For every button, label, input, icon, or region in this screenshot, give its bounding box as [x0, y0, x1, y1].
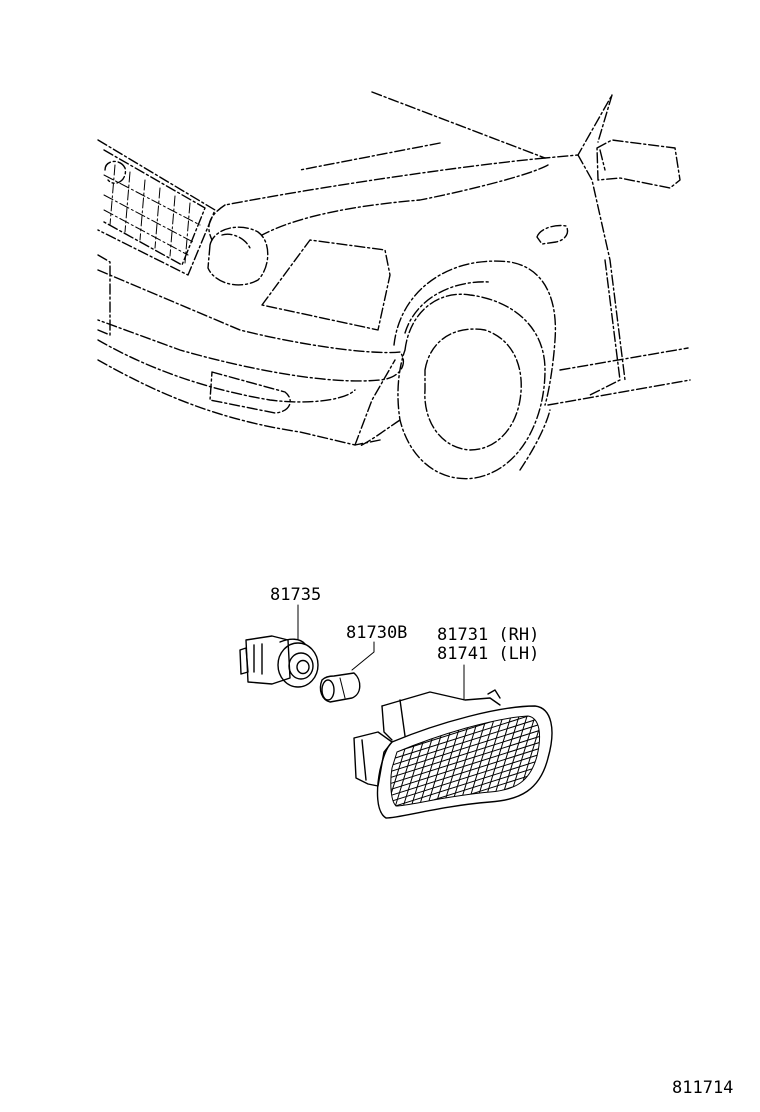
lens-hatch-line — [340, 700, 380, 830]
lens-hatch-line — [370, 550, 560, 610]
lens-hatch-line — [370, 526, 560, 586]
lens-hatch-line — [252, 700, 292, 830]
lens-hatch-line — [572, 700, 612, 830]
lens-hatch-line — [324, 700, 364, 830]
lens-hatch-line — [459, 716, 501, 806]
lens-hatch-line — [244, 700, 284, 830]
lens-hatch-line — [370, 544, 560, 604]
lens-hatch-line — [390, 801, 540, 806]
lens-hatch-line — [204, 700, 244, 830]
part-label-lamp-rh: 81731 (RH) — [437, 625, 540, 645]
lens-hatch-line — [531, 716, 540, 806]
lens-hatch-line — [390, 741, 540, 803]
part-label-bulb: 81730B — [346, 623, 408, 643]
lens-hatch-line — [390, 723, 540, 785]
lens-hatch-line — [370, 556, 560, 616]
lens-hatch-line — [390, 716, 413, 806]
lens-hatch-line — [212, 700, 252, 830]
lens-hatch-line — [228, 700, 268, 830]
lens-hatch-line — [564, 700, 604, 830]
lens-hatch-line — [370, 568, 560, 628]
leader-lines — [297, 604, 465, 701]
lens-hatch-line — [300, 700, 340, 830]
lens-hatch-line — [507, 716, 540, 806]
lens-hatch-line — [332, 700, 372, 830]
lens-hatch-line — [390, 716, 405, 806]
lens-hatch-line — [499, 716, 540, 806]
lens-hatch-line — [370, 538, 560, 598]
lens-hatch-line — [196, 700, 236, 830]
lens-hatch-line — [180, 700, 220, 830]
lens-hatch-line — [390, 716, 429, 806]
lens-hatch-line — [390, 716, 540, 773]
lens-hatch-line — [419, 716, 461, 806]
lens-hatch-line — [390, 716, 397, 806]
lens-hatch-line — [390, 759, 540, 806]
lens-hatch-line — [276, 700, 316, 830]
lens-hatch-line — [390, 716, 540, 719]
lens-hatch-line — [260, 700, 300, 830]
lens-hatch-line — [390, 735, 540, 797]
lens-hatch-line — [370, 532, 560, 592]
socket-81735 — [239, 635, 319, 688]
lens-hatch-line — [268, 700, 308, 830]
lens-hatch-line — [370, 562, 560, 622]
lens-hatch-line — [308, 700, 348, 830]
vehicle-outline — [97, 91, 691, 480]
lens-hatch-line — [292, 700, 332, 830]
lens-hatch-line — [316, 700, 356, 830]
part-label-lamp-lh: 81741 (LH) — [437, 644, 540, 664]
lens-hatch-line — [284, 700, 324, 830]
lens-hatch-line — [370, 814, 560, 874]
lens-hatch-line — [548, 700, 588, 830]
lens-hatch-line — [390, 729, 540, 791]
lens-hatch-line — [491, 716, 533, 806]
lens-hatch-line — [483, 716, 525, 806]
lens-hatch-line — [220, 700, 260, 830]
illustration-number: 811714 — [672, 1078, 734, 1098]
side-marker-lamp — [180, 520, 612, 874]
lens-hatch-line — [390, 716, 421, 806]
lens-hatch-line — [236, 700, 276, 830]
lens-hatch-line — [390, 716, 540, 725]
part-label-socket: 81735 — [270, 585, 322, 605]
lens-hatch-line — [370, 520, 560, 580]
lens-hatch-line — [556, 700, 596, 830]
lens-hatch-line — [390, 717, 540, 779]
bulb-81730B — [319, 672, 361, 703]
lens-hatch-line — [523, 716, 540, 806]
lens-hatch-line — [188, 700, 228, 830]
lens-hatch-line — [475, 716, 517, 806]
lens-hatch-line — [390, 747, 540, 806]
